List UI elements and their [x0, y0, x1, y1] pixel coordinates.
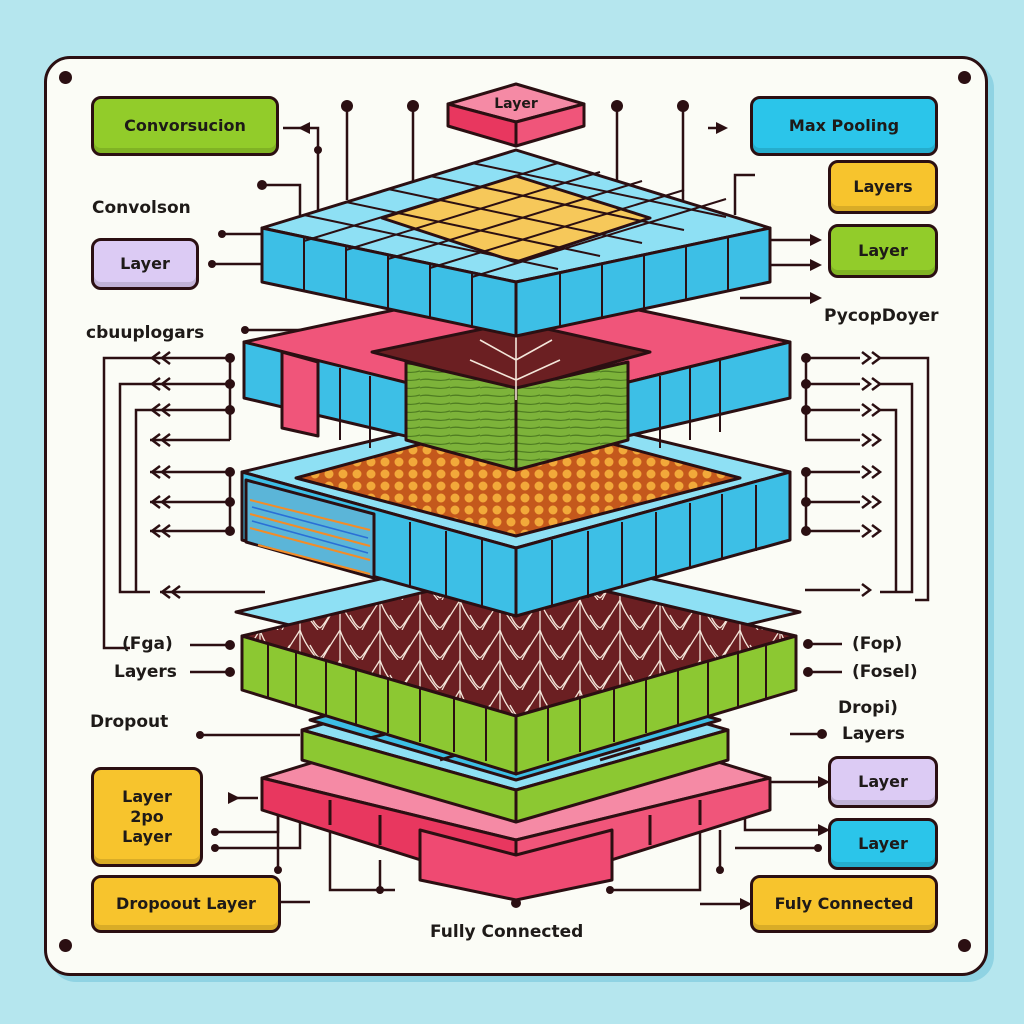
layer-box-purple-right-label: Layer	[858, 772, 908, 791]
layer-2po-box[interactable]: Layer 2po Layer	[91, 767, 203, 867]
fga-label: (Fga)	[122, 634, 173, 654]
corner-dot-top-left	[59, 71, 72, 84]
layer-2po-line-3: Layer	[122, 827, 172, 846]
convolution-grid-lines	[303, 162, 729, 327]
pooling-block-layer	[242, 282, 792, 472]
max-pooling-box[interactable]: Max Pooling	[750, 96, 938, 156]
layer-box-cyan-label: Layer	[858, 834, 908, 853]
dropout-layer-box-label: Dropoout Layer	[116, 894, 256, 913]
corner-dot-bottom-right	[958, 939, 971, 952]
cbuuplogars-label: cbuuplogars	[86, 323, 205, 343]
layer-2po-line-2: 2po	[130, 807, 164, 826]
fully-connected-box-label: Fuly Connected	[774, 894, 914, 913]
layer-box-cyan[interactable]: Layer	[828, 818, 938, 870]
dense-roots-layer	[234, 546, 802, 776]
corner-dot-bottom-left	[59, 939, 72, 952]
dropout-label: Dropout	[90, 712, 169, 732]
corner-dot-top-right	[958, 71, 971, 84]
feature-map-dividers	[409, 485, 757, 607]
convolution-box-label: Convorsucion	[124, 116, 246, 135]
fully-connected-label: Fully Connected	[430, 922, 584, 942]
convolution-box[interactable]: Convorsucion	[91, 96, 279, 156]
top-layer-gem	[446, 82, 586, 148]
dense-block-dividers	[267, 644, 767, 761]
layer-box-purple-right[interactable]: Layer	[828, 756, 938, 808]
layer-box-green-label: Layer	[858, 241, 908, 260]
fully-connected-box[interactable]: Fuly Connected	[750, 875, 938, 933]
layers-left-label: Layers	[114, 662, 177, 682]
convolson-label: Convolson	[92, 198, 191, 218]
layer-box-purple-label: Layer	[120, 254, 170, 273]
pooling-block-dividers	[339, 360, 721, 448]
pycopdoyer-label: PycopDoyer	[824, 306, 939, 326]
layers-box-orange[interactable]: Layers	[828, 160, 938, 214]
convolution-grid-layer	[260, 148, 772, 338]
top-layer-label: Layer	[494, 96, 538, 112]
layer-box-purple[interactable]: Layer	[91, 238, 199, 290]
dropi-label: Dropi)	[838, 698, 898, 718]
layers-right-label: Layers	[842, 724, 905, 744]
layer-2po-line-1: Layer	[122, 787, 172, 806]
layers-box-orange-label: Layers	[853, 177, 913, 196]
max-pooling-box-label: Max Pooling	[788, 116, 900, 135]
dropout-layer-box[interactable]: Dropoout Layer	[91, 875, 281, 933]
arrow-heads	[149, 351, 883, 599]
fosel-label: (Fosel)	[852, 662, 918, 682]
fop-label: (Fop)	[852, 634, 903, 654]
layer-box-green[interactable]: Layer	[828, 224, 938, 278]
